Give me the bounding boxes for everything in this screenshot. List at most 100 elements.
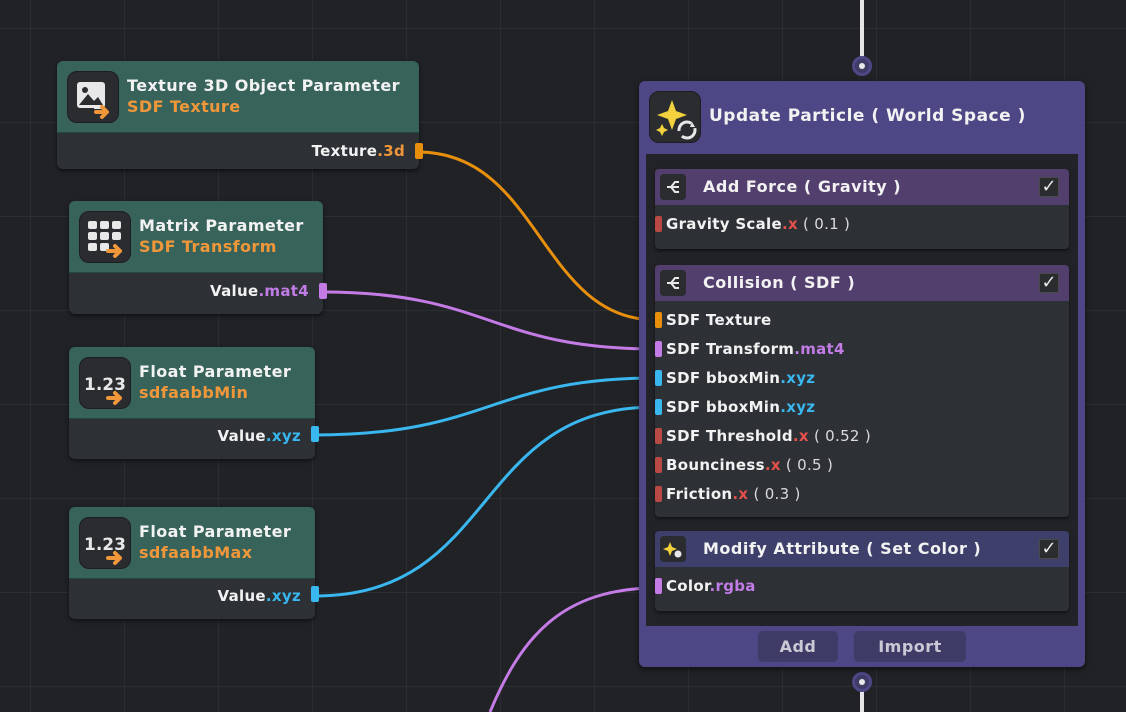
slot-color: Color.rgba: [655, 573, 1069, 599]
output-label: Texture: [311, 142, 378, 160]
parameter-name: sdfaabbMin: [139, 383, 249, 402]
output-slot: Value.xyz: [69, 419, 319, 459]
slot-friction: Friction.x ( 0.3 ): [655, 481, 1069, 507]
float-parameter-node-max[interactable]: 1.23 Float Parameter sdfaabbMax Value.xy…: [69, 507, 319, 619]
block-enabled-checkbox[interactable]: ✓: [1039, 539, 1059, 559]
output-port[interactable]: [415, 143, 423, 159]
parameter-name: SDF Transform: [139, 237, 277, 256]
block-title: Collision ( SDF ): [703, 273, 856, 292]
block-header[interactable]: Collision ( SDF ) ✓: [655, 265, 1069, 301]
parameter-name: sdfaabbMax: [139, 543, 253, 562]
output-type: .3d: [377, 142, 405, 160]
input-port[interactable]: [655, 486, 662, 502]
branch-icon: [660, 174, 686, 200]
sparkle-brush-icon: [660, 536, 686, 562]
slot-value[interactable]: ( 0.3 ): [748, 485, 801, 503]
block-add-force[interactable]: Add Force ( Gravity ) ✓ Gravity Scale.x …: [655, 169, 1069, 249]
context-header[interactable]: Update Particle ( World Space ): [639, 81, 1085, 153]
slot-gravity-scale: Gravity Scale.x ( 0.1 ): [655, 211, 1069, 237]
slot-type: .xyz: [780, 398, 816, 416]
slot-type: .x: [792, 427, 809, 445]
output-label: Value: [210, 282, 259, 300]
matrix-grid-icon: [79, 211, 131, 263]
slot-label: SDF bboxMin: [666, 398, 781, 416]
block-enabled-checkbox[interactable]: ✓: [1039, 177, 1059, 197]
texture-3d-parameter-node[interactable]: Texture 3D Object Parameter SDF Texture …: [57, 61, 423, 169]
input-port[interactable]: [655, 312, 662, 328]
block-title: Modify Attribute ( Set Color ): [703, 539, 982, 558]
block-header[interactable]: Modify Attribute ( Set Color ) ✓: [655, 531, 1069, 567]
flow-input-port[interactable]: [852, 56, 872, 76]
output-slot: Value.mat4: [69, 273, 327, 314]
input-port[interactable]: [655, 341, 662, 357]
output-port[interactable]: [319, 283, 327, 299]
output-slot: Value.xyz: [69, 579, 319, 619]
slot-sdf-transform: SDF Transform.mat4: [655, 336, 1069, 362]
float-parameter-node-min[interactable]: 1.23 Float Parameter sdfaabbMin Value.xy…: [69, 347, 319, 459]
slot-sdf-bboxmin-2: SDF bboxMin.xyz: [655, 394, 1069, 420]
block-header[interactable]: Add Force ( Gravity ) ✓: [655, 169, 1069, 205]
node-title: Float Parameter: [139, 362, 292, 381]
flow-output-port[interactable]: [852, 672, 872, 692]
output-label: Value: [217, 427, 266, 445]
output-label: Value: [217, 587, 266, 605]
output-type: .xyz: [265, 587, 301, 605]
node-title: Matrix Parameter: [139, 216, 304, 235]
input-port[interactable]: [655, 399, 662, 415]
slot-label: Color: [666, 577, 710, 595]
slot-sdf-texture: SDF Texture: [655, 307, 1069, 333]
slot-type: .x: [764, 456, 781, 474]
output-port[interactable]: [311, 426, 319, 442]
slot-label: SDF bboxMin: [666, 369, 781, 387]
slot-sdf-bboxmin: SDF bboxMin.xyz: [655, 365, 1069, 391]
input-port[interactable]: [655, 457, 662, 473]
branch-icon: [660, 270, 686, 296]
node-header[interactable]: 1.23 Float Parameter sdfaabbMax: [69, 507, 315, 579]
node-header[interactable]: Texture 3D Object Parameter SDF Texture: [57, 61, 419, 133]
output-port[interactable]: [311, 586, 319, 602]
slot-type: .x: [732, 485, 749, 503]
slot-label: SDF Transform: [666, 340, 795, 358]
float-1-23-icon: 1.23: [79, 357, 131, 409]
node-header[interactable]: 1.23 Float Parameter sdfaabbMin: [69, 347, 315, 419]
node-title: Float Parameter: [139, 522, 292, 541]
slot-label: Gravity Scale: [666, 215, 782, 233]
slot-type: .rgba: [709, 577, 756, 595]
input-port[interactable]: [655, 370, 662, 386]
matrix-parameter-node[interactable]: Matrix Parameter SDF Transform Value.mat…: [69, 201, 327, 314]
output-slot: Texture.3d: [57, 133, 423, 169]
output-type: .xyz: [265, 427, 301, 445]
slot-value[interactable]: ( 0.52 ): [808, 427, 871, 445]
add-block-button[interactable]: Add: [758, 631, 838, 662]
icon-text: 1.23: [84, 535, 126, 555]
input-port[interactable]: [655, 578, 662, 594]
slot-label: Bounciness: [666, 456, 765, 474]
slot-bounciness: Bounciness.x ( 0.5 ): [655, 452, 1069, 478]
slot-label: SDF Threshold: [666, 427, 793, 445]
slot-type: .x: [781, 215, 798, 233]
import-button[interactable]: Import: [854, 631, 966, 662]
block-title: Add Force ( Gravity ): [703, 177, 902, 196]
block-collision-sdf[interactable]: Collision ( SDF ) ✓ SDF Texture SDF Tran…: [655, 265, 1069, 517]
input-port[interactable]: [655, 428, 662, 444]
block-set-color[interactable]: Modify Attribute ( Set Color ) ✓ Color.r…: [655, 531, 1069, 611]
node-title: Texture 3D Object Parameter: [127, 76, 400, 95]
context-title: Update Particle ( World Space ): [709, 106, 1026, 126]
texture-3d-icon: [67, 71, 119, 123]
node-header[interactable]: Matrix Parameter SDF Transform: [69, 201, 323, 273]
sparkle-update-icon: [649, 91, 701, 143]
slot-type: .xyz: [780, 369, 816, 387]
context-body: Add Force ( Gravity ) ✓ Gravity Scale.x …: [646, 154, 1078, 626]
slot-sdf-threshold: SDF Threshold.x ( 0.52 ): [655, 423, 1069, 449]
slot-value[interactable]: ( 0.1 ): [797, 215, 851, 233]
update-particle-context[interactable]: Update Particle ( World Space ) Add Forc…: [639, 81, 1085, 667]
parameter-name: SDF Texture: [127, 97, 241, 116]
slot-value[interactable]: ( 0.5 ): [780, 456, 834, 474]
float-1-23-icon: 1.23: [79, 517, 131, 569]
input-port[interactable]: [655, 216, 662, 232]
output-type: .mat4: [258, 282, 309, 300]
icon-text: 1.23: [84, 375, 126, 395]
block-enabled-checkbox[interactable]: ✓: [1039, 273, 1059, 293]
slot-type: .mat4: [794, 340, 845, 358]
slot-label: SDF Texture: [666, 311, 772, 329]
